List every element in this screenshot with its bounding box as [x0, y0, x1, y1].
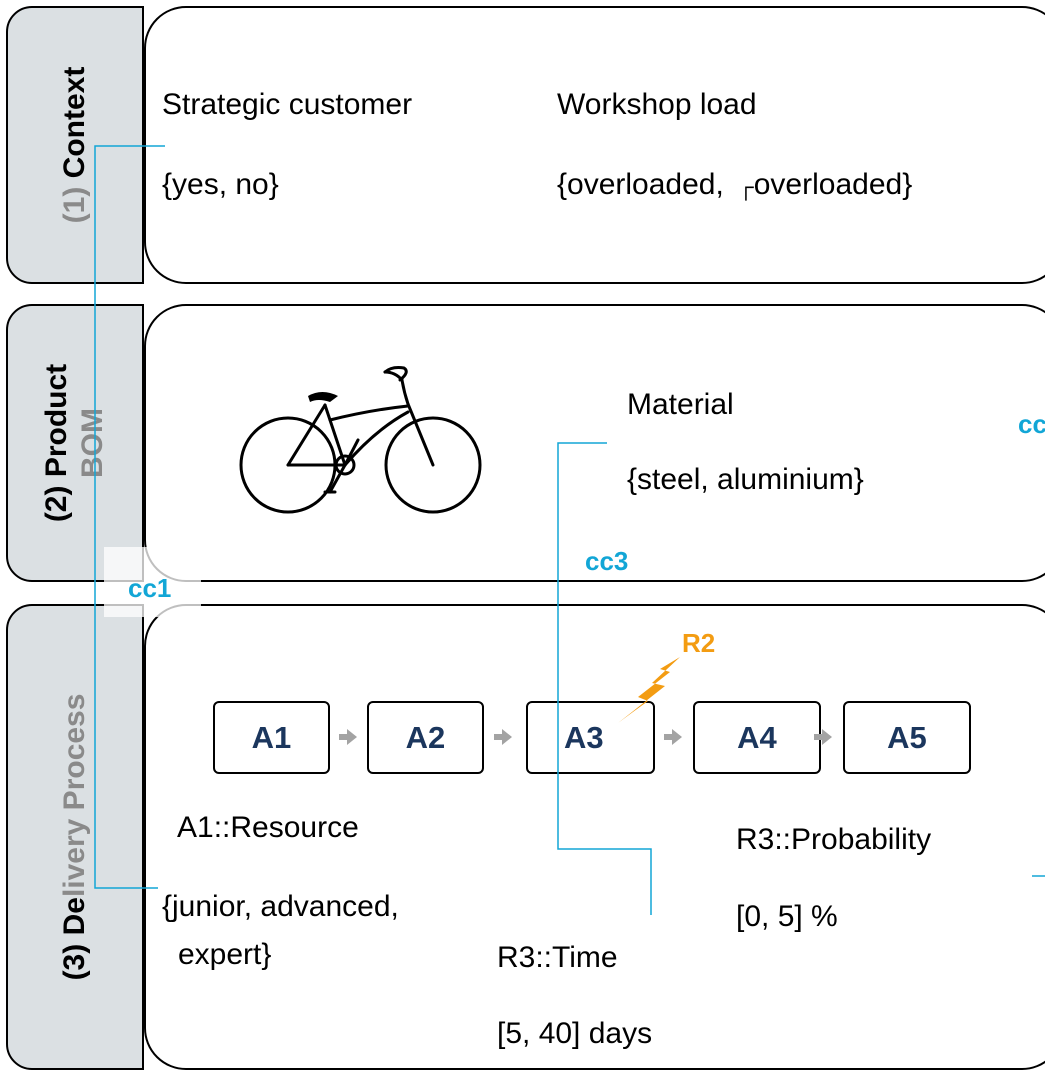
context-panel: [144, 6, 1045, 284]
risk-r2-label: R2: [682, 628, 716, 658]
probability-values: [0, 5] %: [736, 900, 838, 933]
delivery-tab: (3) Delivery Process: [6, 604, 144, 1070]
material-title: Material: [627, 388, 734, 421]
product-panel: [144, 304, 1045, 582]
flow-arrow-3: [664, 729, 682, 745]
context-tab: (1) Context: [6, 6, 144, 284]
delivery-tab-label: (3) Delivery Process: [58, 693, 91, 981]
context-tab-label: (1) Context: [58, 66, 91, 224]
strategic-customer-values: {yes, no}: [162, 168, 279, 201]
activity-a2: A2: [367, 701, 484, 774]
cc1-label: cc1: [128, 573, 172, 603]
workshop-load-title: Workshop load: [557, 88, 757, 121]
strategic-customer-title: Strategic customer: [162, 88, 413, 121]
flow-arrow-4: [814, 729, 832, 745]
time-values: [5, 40] days: [497, 1017, 653, 1050]
probability-title: R3::Probability: [736, 823, 932, 856]
activity-a1: A1: [213, 701, 330, 774]
product-tab-label: (2) Product BOM: [40, 363, 109, 523]
resource-values-line1: {junior, advanced,: [162, 890, 399, 923]
activity-a4: A4: [693, 701, 821, 774]
activity-a5: A5: [843, 701, 971, 774]
product-tab: (2) Product BOM: [6, 304, 144, 582]
negation-symbol: ┌: [738, 174, 754, 199]
time-title: R3::Time: [497, 941, 618, 974]
workshop-load-values: {overloaded, ┌overloaded}: [557, 168, 913, 201]
material-values: {steel, aluminium}: [627, 463, 864, 496]
activity-a3: A3: [526, 701, 655, 774]
cc3-label: cc3: [585, 546, 629, 576]
flow-arrow-2: [494, 729, 512, 745]
resource-title: A1::Resource: [177, 811, 359, 844]
resource-values-line2: expert}: [178, 938, 272, 971]
flow-arrow-1: [339, 729, 357, 745]
cc-partial-label: cc: [1018, 409, 1045, 439]
